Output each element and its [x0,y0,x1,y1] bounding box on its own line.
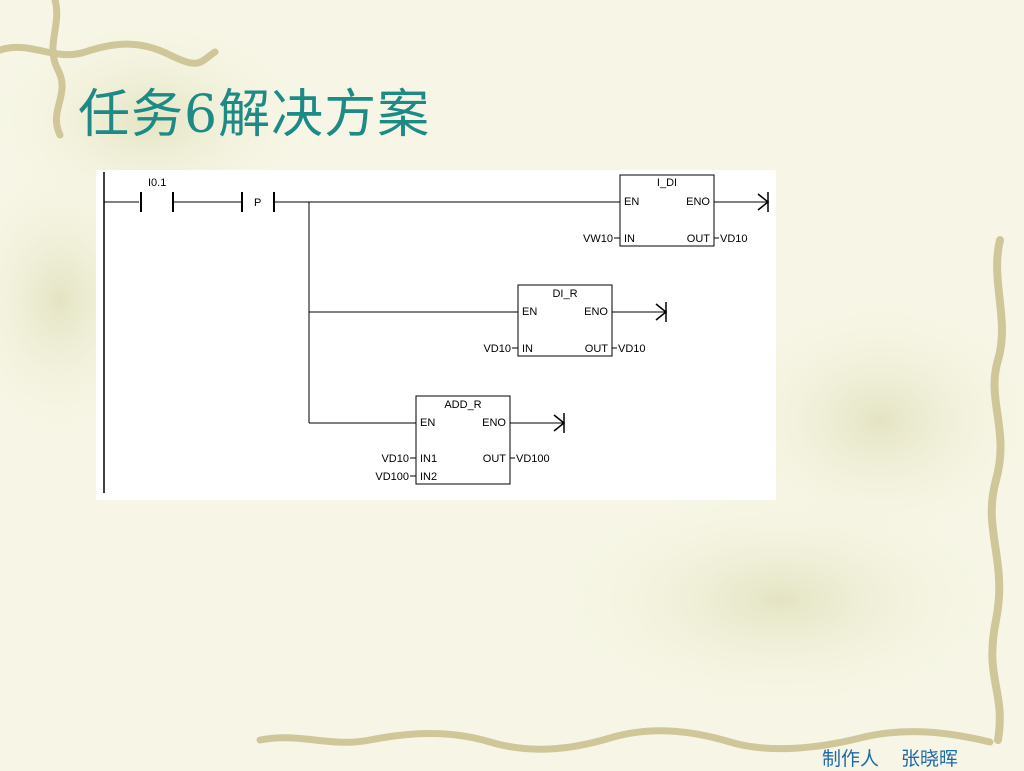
author-credit: 制作人张晓晖 [822,744,958,771]
en-pin: EN [420,417,435,429]
in-pin: IN [624,233,635,245]
block-name: DI_R [552,288,577,300]
in1-pin: IN1 [420,453,437,465]
out-pin: OUT [585,343,609,355]
out-var: VD10 [720,233,748,245]
ladder-diagram: I0.1 P I_DI EN ENO IN OUT VW10 VD10 [96,170,776,500]
slide-title: 任务6解决方案 [78,85,431,145]
vine-left-vertical [49,0,66,139]
in2-pin: IN2 [420,471,437,483]
faded-flower-bottom [540,480,1020,720]
eno-pin: ENO [686,196,710,208]
author-name: 张晓晖 [901,748,959,770]
block-name: ADD_R [444,399,481,411]
block-i-di: I_DI EN ENO IN OUT VW10 VD10 [583,174,770,247]
in-pin: IN [522,343,533,355]
in-var: VW10 [583,233,613,245]
out-var: VD10 [618,343,646,355]
author-label: 制作人 [822,748,880,770]
out-pin: OUT [483,453,507,465]
eno-pin: ENO [584,306,608,318]
in-var: VD10 [483,343,511,355]
edge-detector-label: P [254,197,261,209]
block-di-r: DI_R EN ENO IN OUT VD10 VD10 [483,284,668,357]
eno-pin: ENO [482,417,506,429]
contact-label: I0.1 [148,177,166,189]
en-pin: EN [624,196,639,208]
out-var: VD100 [516,453,550,465]
in1-var: VD10 [381,453,409,465]
vine-right-vertical [987,236,1006,744]
vine-top-horizontal [0,40,219,67]
vine-bottom-horizontal [256,727,994,753]
block-add-r: ADD_R EN ENO IN1 IN2 OUT VD10 VD100 VD10… [375,395,566,485]
in2-var: VD100 [375,471,409,483]
block-name: I_DI [657,177,677,189]
contact-i0-1: I0.1 [140,177,174,212]
out-pin: OUT [687,233,711,245]
en-pin: EN [522,306,537,318]
